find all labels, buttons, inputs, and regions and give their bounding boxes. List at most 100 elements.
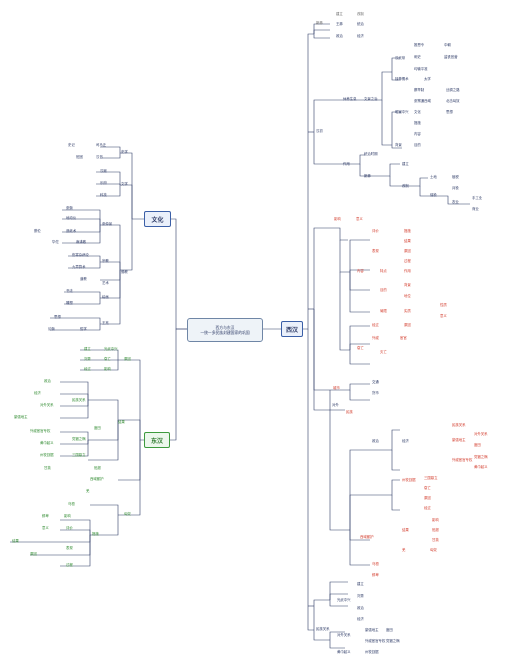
main-node-donghan[interactable]: 东汉	[144, 432, 170, 448]
branch-label: 度田	[474, 443, 481, 447]
branch-label: 张骞通西域	[414, 99, 431, 103]
branch-label: 绘画	[102, 295, 109, 299]
branch-label: 结果	[404, 239, 411, 243]
branch-label: 鲜卑	[372, 573, 379, 577]
branch-label: 汉书	[96, 155, 103, 159]
branch-label: 昭宣中兴	[395, 110, 409, 114]
branch-label: 原因	[404, 323, 411, 327]
branch-label: 雕塑	[66, 301, 73, 305]
branch-label: 乌桓	[372, 562, 379, 566]
branch-label: 建立	[402, 162, 409, 166]
branch-label: 乌桓	[68, 502, 75, 506]
main-node-wenhua[interactable]: 文化	[144, 211, 171, 227]
center-topic[interactable]: 西方与东汉 一统一多民族封建国家的巩固	[187, 318, 263, 342]
branch-label: 甘英	[432, 538, 439, 542]
branch-label: 经济	[357, 34, 364, 38]
branch-label: 麻沸散	[76, 240, 87, 244]
branch-label: 汉赋	[100, 169, 107, 173]
branch-label: 刘秀	[357, 594, 364, 598]
branch-label: 地动仪	[66, 216, 77, 220]
branch-label: 原因	[404, 249, 411, 253]
branch-label: 刺史	[414, 55, 421, 59]
branch-label: 推恩令	[414, 43, 425, 47]
branch-label: 羌	[402, 548, 406, 552]
branch-label: 改制	[357, 12, 364, 16]
branch-label: 文学	[121, 182, 128, 186]
branch-label: 羌	[86, 489, 90, 493]
branch-label: 黄巾起义	[337, 650, 351, 654]
branch-label: 史学	[121, 150, 128, 154]
branch-label: 州牧割据	[402, 478, 416, 482]
branch-label: 特点	[380, 269, 387, 273]
branch-label: 班固	[76, 155, 83, 159]
branch-label: 州牧割据	[365, 650, 379, 654]
branch-label: 王充	[102, 321, 109, 325]
branch-label: 背景	[395, 143, 402, 147]
branch-label: 改制	[402, 184, 409, 188]
branch-label: 措施	[92, 532, 99, 536]
branch-label: 经过	[372, 323, 379, 327]
branch-label: 交通	[372, 380, 379, 384]
branch-label: 科技	[100, 193, 107, 197]
branch-label: 三国鼎立	[424, 476, 438, 480]
branch-label: 豪强地主	[365, 628, 379, 632]
branch-label: 民族关系	[452, 423, 466, 427]
branch-label: 伤寒杂病论	[72, 253, 89, 257]
branch-label: 外戚宦官专权	[30, 429, 51, 433]
branch-label: 度田	[386, 628, 393, 632]
branch-label: 张衡	[66, 206, 73, 210]
branch-label: 建立	[336, 12, 343, 16]
branch-label: 均输平准	[414, 67, 428, 71]
branch-label: 黄巾起义	[40, 441, 54, 445]
branch-label: 匈奴	[124, 512, 131, 516]
branch-label: 乐府	[100, 181, 107, 185]
center-title-line2: 一统一多民族封建国家的巩固	[200, 330, 250, 335]
branch-label: 意义	[42, 526, 49, 530]
branch-label: 影响	[64, 514, 71, 518]
branch-label: 表现	[372, 249, 379, 253]
branch-label: 政治	[44, 379, 51, 383]
branch-label: 内容	[414, 132, 421, 136]
branch-label: 措施	[404, 229, 411, 233]
branch-label: 对外	[332, 403, 339, 407]
branch-label: 兵役	[452, 186, 459, 190]
branch-label: 结果	[118, 420, 125, 424]
branch-label: 意义	[440, 314, 447, 318]
branch-label: 过程	[66, 563, 73, 567]
branch-label: 民族关系	[316, 627, 330, 631]
branch-label: 光武中兴	[104, 347, 118, 351]
branch-label: 结果	[402, 528, 409, 532]
branch-label: 评价	[372, 229, 379, 233]
branch-label: 经济	[402, 439, 409, 443]
branch-label: 影响	[334, 217, 341, 221]
branch-label: 王莽	[336, 22, 343, 26]
branch-label: 豪强地主	[452, 438, 466, 442]
main-node-donghan-label: 东汉	[150, 437, 163, 445]
branch-label: 鲜卑	[42, 514, 49, 518]
branch-label: 背景	[404, 283, 411, 287]
branch-label: 评价	[66, 526, 73, 530]
branch-label: 影响	[432, 518, 439, 522]
branch-label: 原因	[124, 357, 131, 361]
branch-label: 局限	[380, 309, 387, 313]
branch-label: 察举制	[414, 88, 425, 92]
branch-label: 结果	[12, 539, 19, 543]
branch-label: 经过	[84, 367, 91, 371]
branch-label: 对外关系	[474, 432, 488, 436]
branch-label: 衰亡	[424, 486, 431, 490]
branch-label: 实质	[404, 309, 411, 313]
branch-label: 新莽	[364, 174, 371, 178]
branch-label: 作用	[343, 162, 350, 166]
branch-label: 书法	[66, 289, 73, 293]
branch-label: 手工业	[472, 196, 483, 200]
branch-label: 徭役	[430, 193, 437, 197]
branch-label: 班超	[432, 528, 439, 532]
branch-label: 地位	[404, 294, 411, 298]
branch-label: 甘英	[44, 466, 51, 470]
branch-label: 司马迁	[96, 143, 107, 147]
branch-label: 政治	[336, 34, 343, 38]
main-node-xihan[interactable]: 西汉	[281, 321, 303, 337]
branch-label: 农业	[452, 200, 459, 204]
branch-label: 原因	[30, 552, 37, 556]
branch-label: 目的	[380, 288, 387, 292]
